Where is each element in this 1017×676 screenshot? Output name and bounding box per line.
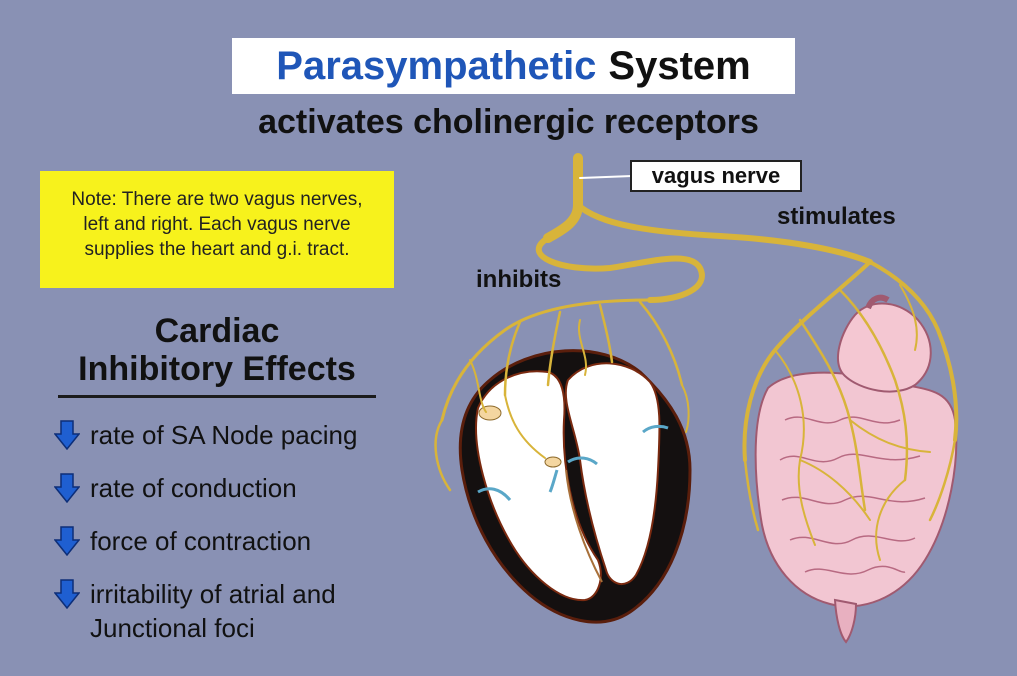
vagus-nerve-heart-branch <box>539 238 702 300</box>
vagus-nerve-label: vagus nerve <box>630 160 802 192</box>
vagus-nerve-pointer <box>580 176 632 178</box>
rectum <box>835 600 856 642</box>
sa-node <box>479 406 501 420</box>
digestive-tract-illustration <box>756 298 957 642</box>
nerve-branch <box>682 385 689 432</box>
intestines <box>756 373 957 607</box>
heart-illustration <box>460 351 690 622</box>
nerve-branch <box>640 302 682 385</box>
inhibits-label: inhibits <box>476 266 561 294</box>
stomach <box>838 304 931 392</box>
nerve-branch <box>436 420 450 490</box>
av-node <box>545 457 561 467</box>
stimulates-label: stimulates <box>777 203 896 231</box>
vagus-nerve-trunk <box>548 158 578 238</box>
